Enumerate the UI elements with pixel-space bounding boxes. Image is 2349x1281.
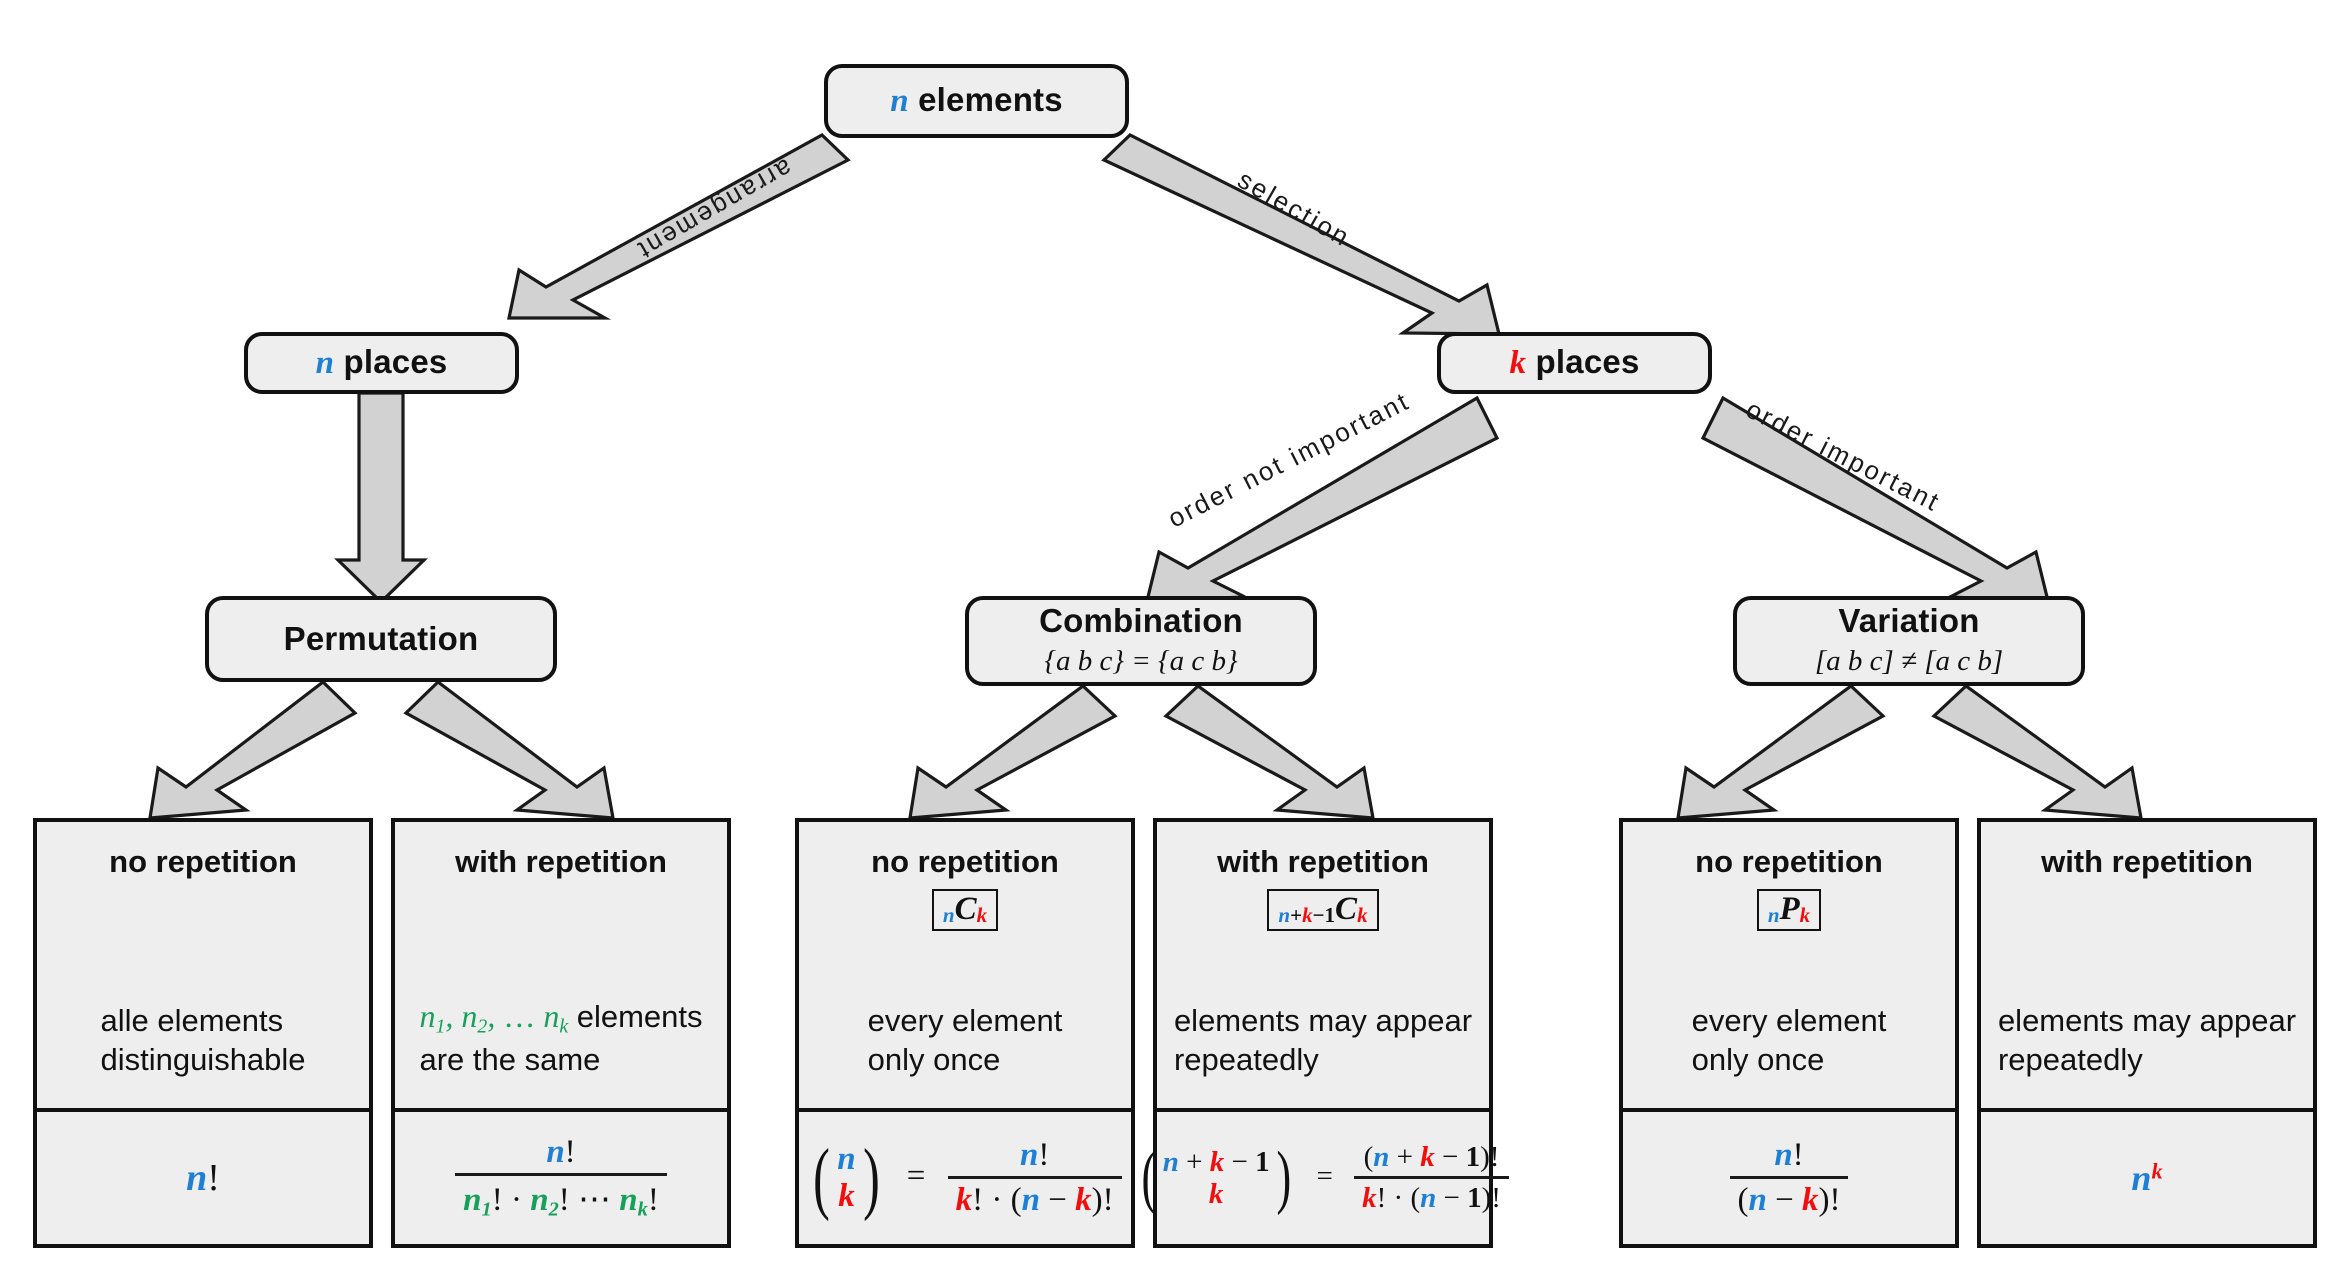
leaf-permutation-with-repetition[interactable]: with repetition n1, n2, … nk elements ar… bbox=[391, 818, 731, 1248]
arrow-combination-no-repetition bbox=[908, 683, 1118, 820]
leaf-combination-no-repetition[interactable]: no repetition nCk every element only onc… bbox=[795, 818, 1135, 1248]
arrow-permutation-with-repetition bbox=[403, 679, 615, 820]
node-k-places[interactable]: k places bbox=[1437, 332, 1712, 394]
symbol-k: k bbox=[1509, 345, 1527, 382]
node-combination-label: Combination bbox=[1039, 601, 1243, 639]
node-variation-example: [a b c] ≠ [a c b] bbox=[1814, 645, 2004, 678]
node-n-elements[interactable]: n elements bbox=[824, 64, 1129, 138]
node-permutation-label: Permutation bbox=[283, 619, 479, 657]
node-n-places[interactable]: n places bbox=[244, 332, 519, 394]
leaf-header: no repetition bbox=[871, 844, 1059, 879]
leaf-description: every element only once bbox=[867, 1002, 1063, 1078]
leaf-description: n1, n2, … nk elements are the same bbox=[419, 998, 703, 1078]
symbol-n: n bbox=[890, 83, 909, 120]
leaf-header: with repetition bbox=[455, 844, 667, 879]
symbol-n: n bbox=[315, 345, 335, 382]
arrow-combination-with-repetition bbox=[1163, 683, 1375, 820]
node-n-places-label: n places bbox=[315, 343, 448, 382]
node-permutation[interactable]: Permutation bbox=[205, 596, 557, 682]
symbol-box-nCk: nCk bbox=[931, 888, 999, 932]
leaf-header: no repetition bbox=[109, 844, 297, 879]
arrow-n-places-permutation bbox=[334, 391, 428, 605]
leaf-header: with repetition bbox=[1217, 844, 1429, 879]
leaf-description-cell: with repetition n+k−1Ck elements may app… bbox=[1157, 822, 1489, 1112]
node-n-elements-label: n elements bbox=[890, 81, 1063, 120]
leaf-description: elements may appear repeatedly bbox=[1997, 1002, 2297, 1078]
leaf-description: elements may appear repeatedly bbox=[1173, 1002, 1473, 1078]
leaf-formula-cell: n! n1! · n2! ⋯ nk! bbox=[395, 1112, 727, 1244]
formula-variation: n! (n − k)! bbox=[1729, 1137, 1849, 1219]
leaf-description-cell: with repetition n1, n2, … nk elements ar… bbox=[395, 822, 727, 1112]
leaf-description: alle elements distinguishable bbox=[100, 1002, 306, 1078]
symbol-n-list: n1, n2, … nk bbox=[419, 998, 569, 1038]
leaf-formula-cell: nk bbox=[1981, 1112, 2313, 1244]
node-k-places-label: k places bbox=[1509, 343, 1640, 382]
leaf-header: with repetition bbox=[2041, 844, 2253, 879]
leaf-formula-cell: n! bbox=[37, 1112, 369, 1244]
leaf-formula-cell: n! (n − k)! bbox=[1623, 1112, 1955, 1244]
leaf-description-cell: no repetition alle elements distinguisha… bbox=[37, 822, 369, 1112]
leaf-permutation-no-repetition[interactable]: no repetition alle elements distinguisha… bbox=[33, 818, 373, 1248]
arrow-arrangement bbox=[507, 133, 851, 320]
node-combination-example: {a b c} = {a c b} bbox=[1044, 645, 1238, 678]
leaf-variation-no-repetition[interactable]: no repetition nPk every element only onc… bbox=[1619, 818, 1959, 1248]
node-variation[interactable]: Variation [a b c] ≠ [a c b] bbox=[1733, 596, 2085, 686]
node-variation-label: Variation bbox=[1838, 601, 1980, 639]
leaf-description: every element only once bbox=[1691, 1002, 1887, 1078]
symbol-box-nPk: nPk bbox=[1756, 888, 1822, 932]
leaf-description-cell: with repetition elements may appear repe… bbox=[1981, 822, 2313, 1112]
arrow-variation-with-repetition bbox=[1931, 683, 2143, 820]
arrow-selection bbox=[1101, 133, 1502, 336]
formula-multiset-permutation: n! n1! · n2! ⋯ nk! bbox=[455, 1134, 667, 1222]
formula-n-power-k: nk bbox=[2131, 1158, 2163, 1198]
leaf-header: no repetition bbox=[1695, 844, 1883, 879]
leaf-combination-with-repetition[interactable]: with repetition n+k−1Ck elements may app… bbox=[1142, 818, 1509, 1248]
arrow-permutation-no-repetition bbox=[148, 679, 358, 820]
arrow-variation-no-repetition bbox=[1676, 683, 1886, 820]
formula-n-factorial: n! bbox=[186, 1157, 220, 1199]
node-combination[interactable]: Combination {a b c} = {a c b} bbox=[965, 596, 1317, 686]
symbol-box-n-plus-k-minus-1-C-k: n+k−1Ck bbox=[1267, 888, 1379, 932]
leaf-description-cell: no repetition nCk every element only onc… bbox=[799, 822, 1131, 1112]
leaf-variation-with-repetition[interactable]: with repetition elements may appear repe… bbox=[1977, 818, 2317, 1248]
leaf-description-cell: no repetition nPk every element only onc… bbox=[1623, 822, 1955, 1112]
